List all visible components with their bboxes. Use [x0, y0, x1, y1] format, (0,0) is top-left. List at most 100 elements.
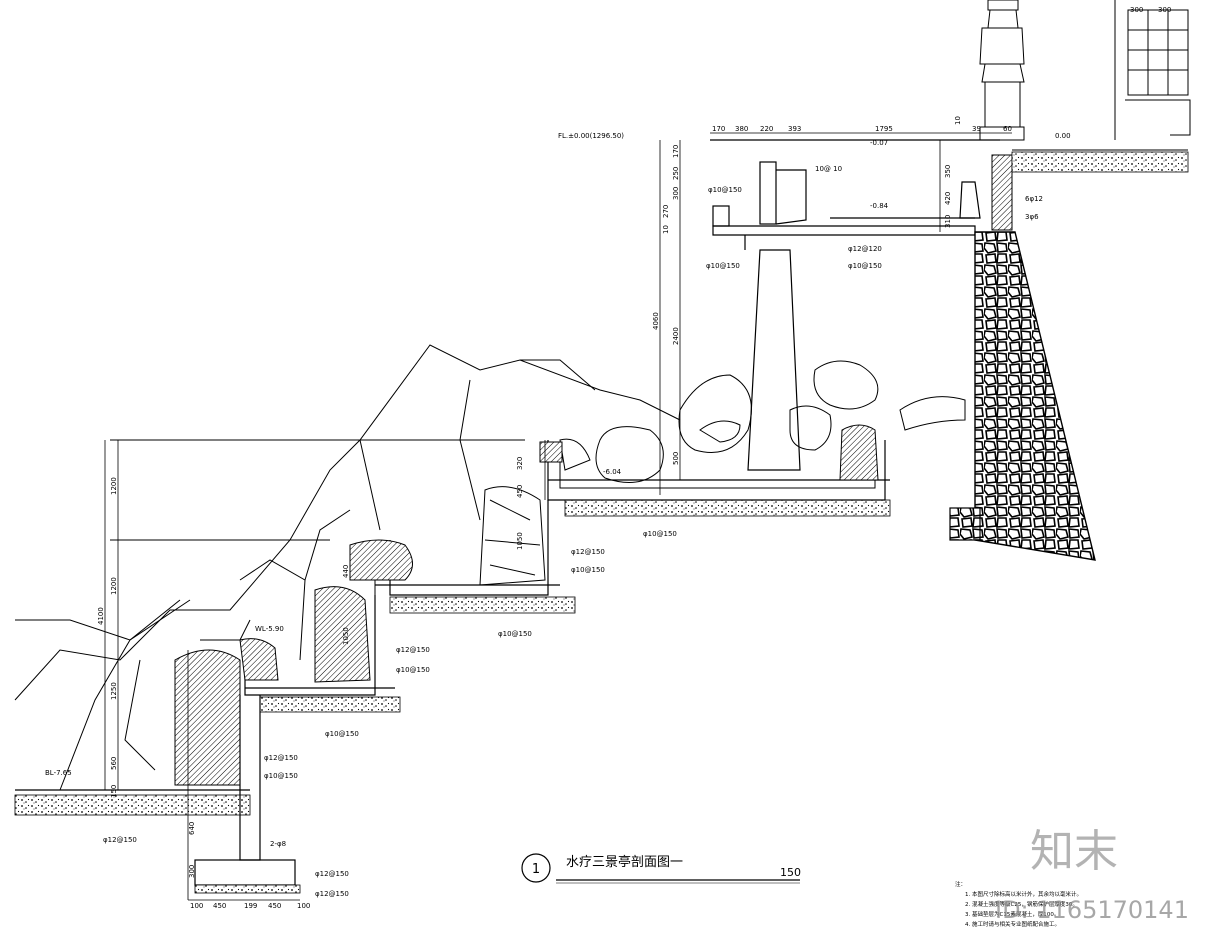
- level-pond-upper: -6.04: [603, 468, 622, 476]
- level-deck: -0.07: [870, 139, 888, 147]
- vertical-dimension-text-upper: 170 250 300 270 10 4060 2400 500: [652, 145, 680, 465]
- watermark: 知末 ID: 1165170141: [995, 826, 1189, 924]
- top-dim: 39: [972, 125, 981, 133]
- column-and-building: [979, 0, 1191, 141]
- bottom-dim: 199: [244, 902, 257, 910]
- vdim: 300: [188, 865, 196, 878]
- bottom-dim: 450: [213, 902, 226, 910]
- vdim: 270: [662, 205, 670, 218]
- vdim: 10: [662, 225, 670, 234]
- rebar-label: φ10@150: [708, 186, 742, 194]
- vdim: 560: [110, 757, 118, 770]
- top-dimension-text: 170 380 220 393 1795 39 60 300 300: [712, 6, 1171, 133]
- retaining-wall: [949, 154, 1096, 561]
- rebar-label: φ10@150: [848, 262, 882, 270]
- vdim: 1200: [110, 477, 118, 495]
- rebar-label: φ12@150: [315, 890, 349, 898]
- vdim: 500: [672, 452, 680, 465]
- bottom-dim: 450: [268, 902, 281, 910]
- rebar-label: 3φ6: [1025, 213, 1039, 221]
- vdim: 300: [672, 187, 680, 200]
- rebar-label: 6φ12: [1025, 195, 1043, 203]
- pond-lower: [239, 586, 401, 713]
- title-text: 水疗三景亭剖面图一: [566, 854, 683, 870]
- bottom-dimension-text: 100 450 199 450 100: [190, 902, 310, 910]
- vdim: 170: [672, 145, 680, 158]
- vdim: 150: [110, 785, 118, 798]
- top-right-dim: 300: [1130, 6, 1143, 14]
- note-line: 1. 本图尺寸除标高以米计外，其余均以毫米计。: [965, 890, 1082, 898]
- vdim: 440: [342, 565, 350, 578]
- boulders: [559, 360, 966, 483]
- title-number: 1: [532, 862, 540, 877]
- rebar-label: φ12@150: [396, 646, 430, 654]
- rebar-label: φ10@150: [264, 772, 298, 780]
- mid-dimension-text: 320 450 1050 440 1050: [342, 457, 524, 645]
- watermark-id: ID: 1165170141: [995, 896, 1189, 924]
- general-notes: 注： 1. 本图尺寸除标高以米计外，其余均以毫米计。 2. 混凝土强度等级C25…: [955, 880, 1082, 928]
- rebar-callouts: 10@ 10 φ10@150 φ12@120 φ10@150 φ10@150 φ…: [103, 165, 1043, 898]
- bottom-dim: 100: [190, 902, 203, 910]
- wall-base-lower: [14, 649, 301, 894]
- rebar-label: φ10@150: [325, 730, 359, 738]
- title-block: 1 水疗三景亭剖面图一 150: [521, 853, 801, 884]
- rebar-label: 10@ 10: [815, 165, 842, 173]
- vdim: 640: [188, 822, 196, 835]
- vdim: 10: [954, 116, 962, 125]
- top-dim: 1795: [875, 125, 893, 133]
- level-pool-top: -0.84: [870, 202, 889, 210]
- level-fl-top: FL.±0.00(1296.50): [558, 132, 624, 140]
- rebar-label: φ12@150: [315, 870, 349, 878]
- top-dim: 220: [760, 125, 773, 133]
- rebar-label: φ10@150: [643, 530, 677, 538]
- rebar-label: φ10@150: [706, 262, 740, 270]
- vdim: 450: [516, 485, 524, 498]
- title-number-circle: [521, 853, 551, 883]
- ground-strip-top-right: [1011, 149, 1189, 173]
- dimension-lines: [104, 132, 1012, 901]
- vdim: 1050: [342, 627, 350, 645]
- bottom-dim: 100: [297, 902, 310, 910]
- vdim: 1200: [110, 577, 118, 595]
- vdim: 1250: [110, 682, 118, 700]
- note-line: 注：: [955, 880, 966, 888]
- level-bl: BL-7.65: [45, 769, 72, 777]
- level-top-right: 0.00: [1055, 132, 1071, 140]
- pond-middle: [349, 486, 576, 614]
- top-dim: 170: [712, 125, 725, 133]
- vdim: 4100: [97, 607, 105, 625]
- title-scale: 150: [780, 866, 801, 879]
- top-dim: 380: [735, 125, 748, 133]
- vdim: 2400: [672, 327, 680, 345]
- vdim: 1050: [516, 532, 524, 550]
- vdim: 320: [516, 457, 524, 470]
- vertical-dimension-text-lower: 1200 1200 4100 1250 560 150 640 300: [97, 477, 196, 878]
- vdim: 420: [944, 192, 952, 205]
- vdim: 310: [944, 215, 952, 228]
- rebar-label: 2-φ8: [270, 840, 286, 848]
- watermark-brand: 知末: [1030, 826, 1118, 877]
- top-dim: 393: [788, 125, 801, 133]
- pavilion-platform: [710, 139, 1000, 471]
- rebar-label: φ10@150: [571, 566, 605, 574]
- rebar-label: φ12@150: [571, 548, 605, 556]
- pond-upper: [539, 424, 891, 517]
- note-line: 3. 基础垫层为C15素混凝土，厚100。: [965, 910, 1059, 918]
- vdim: 250: [672, 167, 680, 180]
- rebar-label: φ12@150: [264, 754, 298, 762]
- rebar-label: φ12@120: [848, 245, 882, 253]
- note-line: 2. 混凝土强度等级C25，钢筋保护层厚度30。: [965, 900, 1078, 908]
- level-wl: WL-5.90: [255, 625, 284, 633]
- vdim: 4060: [652, 312, 660, 330]
- vdim: 350: [944, 165, 952, 178]
- top-right-dim: 300: [1158, 6, 1171, 14]
- right-dimension-text: 350 420 310 10: [944, 116, 962, 228]
- rebar-label: φ12@150: [103, 836, 137, 844]
- level-markers: FL.±0.00(1296.50) 0.00 -0.07 -0.84 -6.04…: [45, 132, 1071, 777]
- terrain-rock-outline: [14, 344, 681, 791]
- top-dim: 60: [1003, 125, 1012, 133]
- rebar-label: φ10@150: [498, 630, 532, 638]
- note-line: 4. 施工时请与相关专业图纸配合施工。: [965, 920, 1060, 928]
- rebar-label: φ10@150: [396, 666, 430, 674]
